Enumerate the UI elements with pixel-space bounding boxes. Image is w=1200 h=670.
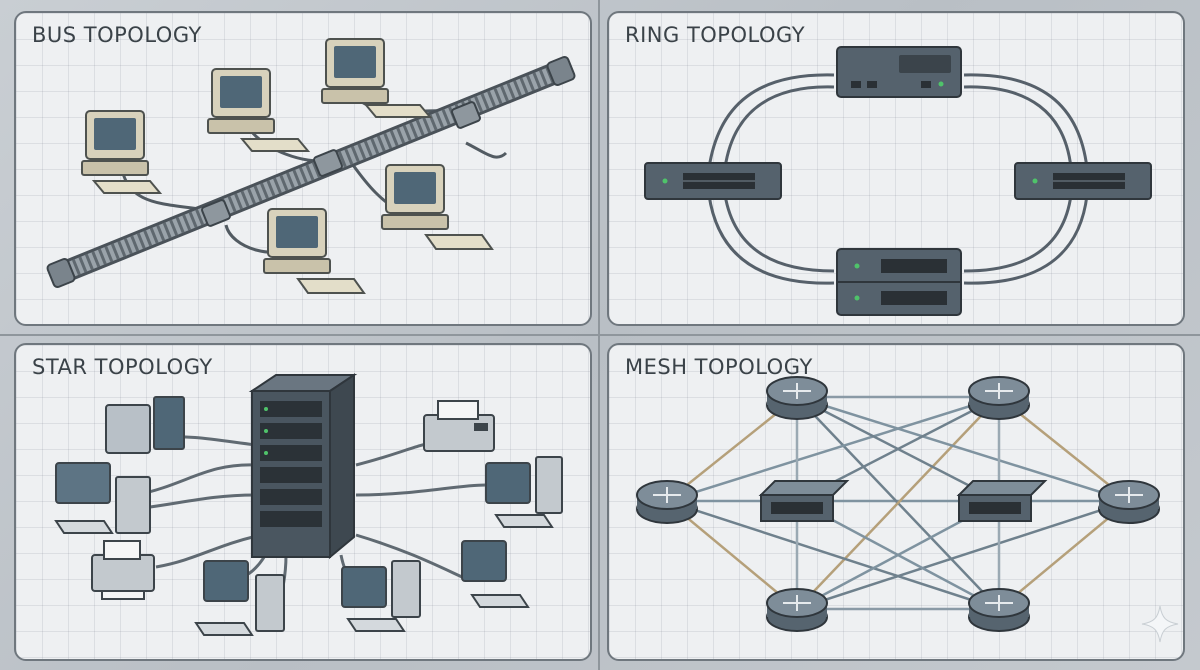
server-rack-icon — [248, 373, 358, 560]
computer-icon — [263, 208, 366, 294]
computer-icon — [461, 540, 530, 608]
mesh-topology-title: MESH TOPOLOGY — [625, 355, 813, 379]
printer-icon — [91, 540, 155, 600]
mesh-diagram — [636, 376, 1160, 632]
computer-icon — [81, 110, 163, 194]
star-cables — [125, 435, 487, 618]
mesh-links — [666, 395, 1130, 611]
switch-icon — [836, 248, 962, 316]
switch-icon — [644, 162, 782, 200]
computer-icon — [194, 560, 285, 636]
computer-icon — [54, 462, 151, 534]
bus-diagram — [46, 38, 576, 294]
printer-icon — [423, 400, 495, 452]
bus-topology-panel: BUS TOPOLOGY — [14, 11, 592, 326]
switch-icon — [1014, 162, 1152, 200]
bus-t-connectors — [201, 101, 481, 227]
router-icon — [968, 588, 1030, 632]
mesh-topology-panel: MESH TOPOLOGY — [607, 343, 1185, 661]
bus-backbone-cable — [46, 55, 576, 289]
computer-icon — [207, 68, 311, 152]
computer-icon — [381, 164, 494, 250]
computer-icon — [485, 456, 563, 528]
computer-icon — [105, 396, 185, 454]
switch-icon — [836, 46, 962, 98]
ring-diagram — [644, 46, 1152, 316]
router-icon — [636, 480, 698, 524]
router-icon — [766, 376, 828, 420]
router-icon — [968, 376, 1030, 420]
computer-icon — [321, 38, 433, 118]
ring-topology-title: RING TOPOLOGY — [625, 23, 806, 47]
switch-icon — [956, 480, 1048, 522]
star-topology-panel: STAR TOPOLOGY — [14, 343, 592, 661]
star-topology-title: STAR TOPOLOGY — [32, 355, 213, 379]
ring-topology-panel: RING TOPOLOGY — [607, 11, 1185, 326]
router-icon — [766, 588, 828, 632]
bus-topology-title: BUS TOPOLOGY — [32, 23, 202, 47]
ring-cables — [707, 73, 1089, 285]
computer-icon — [341, 560, 421, 632]
switch-icon — [758, 480, 850, 522]
sparkle-icon — [1141, 605, 1179, 643]
router-icon — [1098, 480, 1160, 524]
star-diagram — [54, 373, 563, 636]
horizontal-divider — [0, 334, 1200, 336]
